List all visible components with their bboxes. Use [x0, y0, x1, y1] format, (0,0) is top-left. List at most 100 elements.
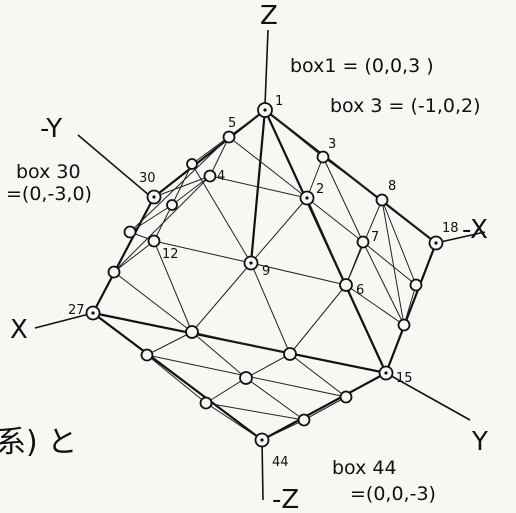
- label-node-1: 1: [275, 94, 283, 109]
- lattice-line: [250, 197, 308, 264]
- label-node-27: 27: [68, 303, 85, 318]
- lattice-line: [191, 262, 252, 333]
- lattice-line: [289, 284, 347, 355]
- lattice-line: [146, 331, 193, 356]
- lattice-line: [153, 175, 211, 198]
- lattice-line: [250, 262, 291, 355]
- lattice-line: [153, 240, 193, 333]
- edge-15-44: [261, 372, 387, 441]
- partial-caption-text: 系) と: [0, 425, 77, 460]
- lattice-line: [153, 240, 252, 264]
- node-lattice: [185, 325, 199, 339]
- edge-1-30: [153, 109, 266, 198]
- node-dot: [305, 196, 309, 200]
- lattice-line: [205, 402, 305, 421]
- node-lattice: [199, 396, 213, 410]
- lattice-line: [129, 204, 173, 233]
- lattice-line: [306, 197, 364, 243]
- axis-label-y: Y: [471, 427, 488, 457]
- label-node-6: 6: [356, 283, 364, 298]
- node-lattice: [397, 318, 411, 332]
- lattice-line: [250, 262, 347, 286]
- lattice-line: [322, 156, 383, 201]
- axis-label-neg-x: -X: [462, 215, 488, 245]
- node-lattice: [409, 278, 423, 292]
- node-dot: [263, 108, 267, 112]
- label-node-7: 7: [371, 230, 379, 245]
- label-node-2: 2: [316, 182, 324, 197]
- label-node-44: 44: [272, 455, 289, 470]
- z-axis-negative: [261, 439, 264, 501]
- y-axis-positive: [385, 372, 471, 421]
- node-12: [147, 234, 161, 248]
- lattice-line: [381, 199, 405, 326]
- edge-1-2-15: [264, 109, 387, 374]
- node-lattice: [166, 199, 178, 211]
- lattice-line: [191, 163, 252, 264]
- lattice-lines: [113, 109, 437, 441]
- label-node-12: 12: [162, 247, 179, 262]
- node-dots: [91, 108, 438, 442]
- node-lattice: [297, 413, 311, 427]
- node-lattice: [140, 348, 154, 362]
- lattice-line: [381, 199, 437, 244]
- lattice-line: [381, 199, 417, 286]
- node-lattice: [239, 371, 253, 385]
- node-4: [203, 169, 217, 183]
- lattice-line: [261, 419, 305, 441]
- node-lattice: [339, 390, 353, 404]
- lattice-line: [113, 271, 193, 333]
- box30-coordinates: =(0,-3,0): [6, 183, 92, 205]
- axis-label-neg-y: -Y: [40, 114, 62, 144]
- lattice-line: [113, 240, 155, 273]
- lattice-line: [362, 241, 405, 326]
- node-dot: [384, 371, 388, 375]
- axis-label-neg-z: -Z: [272, 485, 299, 513]
- box30-name: box 30: [16, 161, 81, 183]
- node-dot: [91, 311, 95, 315]
- node-lattice: [123, 225, 137, 239]
- frame-edges: [92, 109, 438, 441]
- lattice-line: [345, 241, 364, 286]
- label-node-4: 4: [217, 169, 225, 184]
- axis-label-z: Z: [260, 1, 278, 31]
- axis-label-x: X: [10, 315, 28, 345]
- node-lattice: [186, 158, 198, 170]
- box44-name: box 44: [332, 457, 397, 479]
- label-node-15: 15: [396, 371, 413, 386]
- label-node-5: 5: [228, 116, 236, 131]
- lattice-line: [171, 175, 211, 206]
- label-node-3: 3: [328, 137, 336, 152]
- node-dot: [249, 261, 253, 265]
- label-node-30: 30: [139, 171, 156, 186]
- x-axis-negative: [435, 231, 486, 244]
- lattice-line: [403, 284, 417, 326]
- label-node-18: 18: [442, 221, 459, 236]
- box1-annotation: box1 = (0,0,3 ): [290, 55, 434, 77]
- axis-labels: Z -Z -Y Y X -X: [10, 1, 488, 513]
- lattice-line: [306, 197, 347, 286]
- node-dot: [152, 195, 156, 199]
- node-number-labels: 1 5 3 4 30 2 8 12 7 18 9 6 27 15 44: [68, 94, 459, 470]
- node-3: [316, 150, 330, 164]
- lattice-line: [228, 136, 308, 199]
- label-node-9: 9: [262, 264, 270, 279]
- box44-coordinates: =(0,0,-3): [350, 483, 436, 505]
- edge-30-27: [92, 196, 155, 314]
- lattice-line: [146, 354, 207, 404]
- lattice-line: [205, 377, 247, 404]
- lattice-line: [209, 136, 230, 177]
- lattice-line: [362, 241, 417, 286]
- x-axis-positive: [34, 312, 94, 329]
- edge-27-44: [92, 312, 263, 441]
- node-dot: [434, 241, 438, 245]
- node-lattice: [107, 265, 121, 279]
- lattice-line: [191, 331, 291, 355]
- axes: [34, 29, 486, 501]
- lattice-line: [245, 377, 305, 421]
- node-8: [375, 193, 389, 207]
- lattice-line: [303, 396, 347, 421]
- lattice-line: [129, 136, 230, 233]
- lattice-line: [322, 156, 364, 243]
